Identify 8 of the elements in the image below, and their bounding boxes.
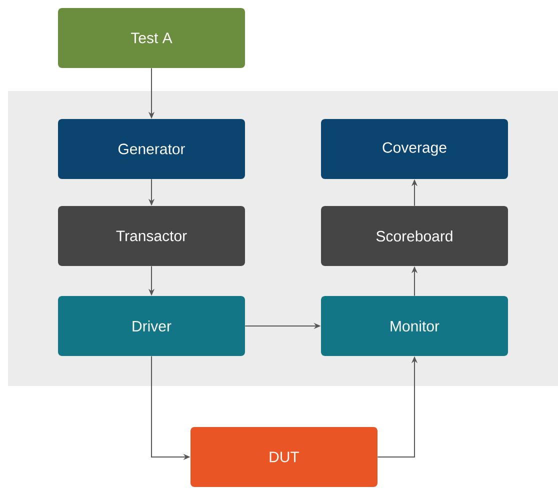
process-box: Monitor [321,296,508,356]
process-box: Transactor [58,206,245,266]
process-box: Driver [58,296,245,356]
process-box: Generator [58,119,245,179]
process-box: Test A [58,8,245,68]
process-box: Scoreboard [321,206,508,266]
process-box: DUT [190,427,378,487]
process-box: Coverage [321,119,508,179]
